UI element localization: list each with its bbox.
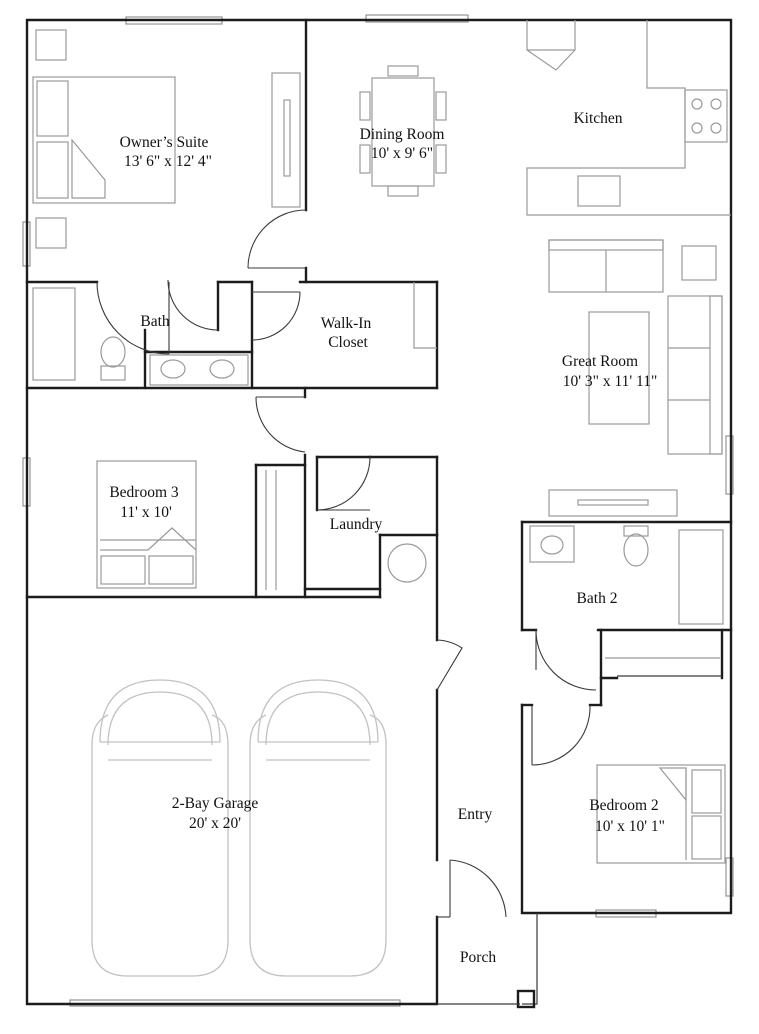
chair (359, 91, 371, 121)
owners-suite-dims: 13' 6" x 12' 4" (124, 153, 212, 170)
door-swing (255, 396, 306, 453)
garage-dims: 20' x 20' (189, 815, 241, 832)
walk-in-closet-label: Walk-In (321, 315, 372, 332)
window (365, 14, 469, 23)
sink (209, 359, 235, 379)
tv (283, 99, 291, 177)
window (725, 435, 734, 495)
door-swing (167, 279, 219, 331)
burner (710, 98, 722, 110)
nightstand (35, 217, 67, 249)
doors (96, 209, 722, 918)
car (249, 679, 387, 977)
door-swing (316, 456, 371, 511)
nightstand (35, 29, 67, 61)
porch-post (516, 989, 536, 1009)
stove (684, 89, 728, 143)
sofa (667, 295, 723, 455)
chair (435, 144, 447, 174)
counter (526, 20, 576, 51)
entry-label: Entry (458, 806, 493, 823)
sofa-back (709, 295, 723, 455)
window (725, 857, 734, 897)
door-swing (449, 859, 507, 918)
counter (526, 20, 731, 216)
chair (387, 185, 419, 197)
toilet (100, 336, 126, 368)
furniture (32, 20, 731, 977)
kitchen-label: Kitchen (573, 110, 622, 127)
fridge (526, 49, 576, 71)
door-swing (535, 629, 597, 691)
bath-label: Bath (140, 313, 170, 330)
side-table (681, 245, 717, 281)
bed-sheet (658, 767, 687, 802)
dining-room-label: Dining Room (360, 126, 445, 143)
bed-sheet (100, 527, 197, 551)
door-swing (251, 291, 301, 341)
dining-room-dims: 10' x 9' 6" (371, 145, 433, 162)
pillow (148, 555, 194, 585)
bath-2-label: Bath 2 (577, 590, 618, 607)
laundry-label: Laundry (330, 516, 383, 533)
bed (32, 76, 176, 204)
chair (435, 91, 447, 121)
chair (387, 65, 419, 77)
tv (577, 499, 649, 506)
burner (710, 122, 722, 134)
great-room-dims: 10' 3" x 11' 11" (563, 373, 658, 390)
door-swing (96, 281, 170, 355)
bed (596, 764, 726, 864)
bed (96, 460, 197, 589)
bed-sheet (71, 138, 106, 199)
bathtub (678, 529, 724, 625)
walk-in-closet-label-2: Closet (328, 334, 368, 351)
burner (691, 98, 703, 110)
walls (25, 18, 733, 1009)
bedroom-2-dims: 10' x 10' 1" (595, 818, 665, 835)
bedroom-2-label: Bedroom 2 (589, 797, 658, 814)
sofa-back (548, 239, 664, 251)
burner (691, 122, 703, 134)
door-swing (531, 704, 591, 766)
door-swing (436, 639, 463, 691)
owners-suite-label: Owner’s Suite (120, 134, 209, 151)
water-heater (387, 543, 427, 583)
coffee-table (588, 311, 650, 425)
chair (359, 144, 371, 174)
garage-label: 2-Bay Garage (172, 795, 259, 812)
great-room-label: Great Room (562, 353, 638, 370)
sink (540, 535, 564, 555)
bathtub (32, 287, 76, 381)
toilet-tank (623, 525, 649, 537)
room-labels: Owner’s Suite 13' 6" x 12' 4" Dining Roo… (109, 110, 665, 966)
porch-outline (522, 913, 538, 1005)
door-swing (247, 209, 307, 269)
vanity (149, 354, 249, 386)
exterior-wall (25, 18, 733, 1006)
car (91, 679, 229, 977)
pillow (691, 815, 722, 860)
pillow (691, 769, 722, 814)
toilet-tank (100, 365, 126, 381)
tv-console (548, 489, 678, 517)
bedroom-3-dims: 11' x 10' (120, 504, 172, 521)
toilet (623, 533, 649, 567)
dresser (271, 72, 301, 208)
pillow (36, 141, 69, 199)
porch-label: Porch (460, 949, 496, 966)
closet-shelf (413, 282, 437, 349)
sink (160, 359, 186, 379)
vanity (529, 525, 575, 563)
pillow (36, 80, 69, 137)
pillow (100, 555, 146, 585)
sink (577, 175, 621, 207)
bedroom-3-label: Bedroom 3 (109, 484, 179, 501)
